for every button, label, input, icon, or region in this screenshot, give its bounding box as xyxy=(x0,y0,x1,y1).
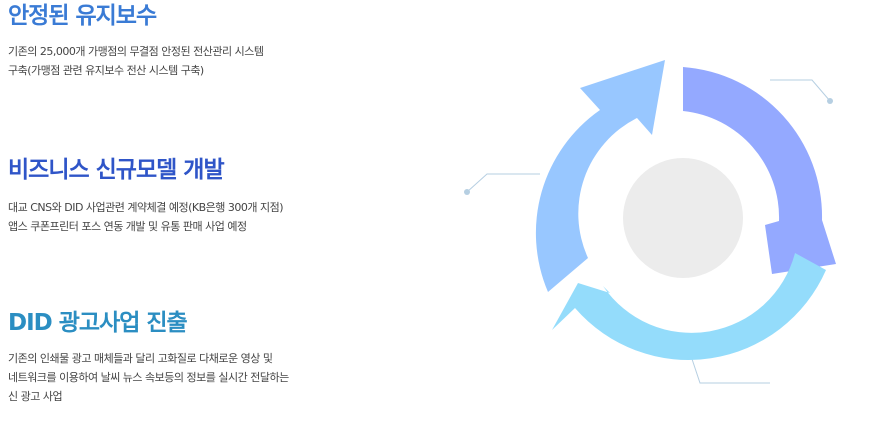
section-title-did-advertising: DID 광고사업 진출 xyxy=(8,310,188,336)
cycle-arrow-top-right xyxy=(683,67,836,274)
section-desc-maintenance: 기존의 25,000개 가맹점의 무결점 안정된 전산관리 시스템 구축(가맹점… xyxy=(8,42,264,80)
section-title-maintenance: 안정된 유지보수 xyxy=(8,3,157,29)
connector-line-bottom xyxy=(689,352,770,384)
connector-dot-left xyxy=(464,189,470,195)
desc-line: 네트워크를 이용하여 날씨 뉴스 속보등의 정보를 실시간 전달하는 xyxy=(8,371,289,384)
connector-line-left xyxy=(466,173,540,193)
connector-dot-top-right xyxy=(827,98,833,104)
desc-line: 앱스 쿠폰프린터 포스 연동 개발 및 유통 판매 사업 예정 xyxy=(8,220,247,233)
section-desc-new-business-model: 대교 CNS와 DID 사업관련 계약체결 예정(KB은행 300개 지점) 앱… xyxy=(8,198,284,236)
cycle-center-circle xyxy=(623,158,743,278)
section-new-business-model: 비즈니스 신규모델 개발 대교 CNS와 DID 사업관련 계약체결 예정(KB… xyxy=(8,156,284,236)
desc-line: 기존의 인쇄물 광고 매체들과 달리 고화질로 다채로운 영상 및 xyxy=(8,352,273,365)
cycle-diagram xyxy=(464,60,836,384)
section-desc-did-advertising: 기존의 인쇄물 광고 매체들과 달리 고화질로 다채로운 영상 및 네트워크를 … xyxy=(8,349,289,406)
cycle-arrow-bottom xyxy=(552,253,826,360)
desc-line: 기존의 25,000개 가맹점의 무결점 안정된 전산관리 시스템 xyxy=(8,45,264,58)
cycle-arrow-left xyxy=(535,60,665,292)
connector-line-top-right xyxy=(770,79,831,102)
desc-line: 신 광고 사업 xyxy=(8,390,63,403)
desc-line: 구축(가맹점 관련 유지보수 전산 시스템 구축) xyxy=(8,64,204,77)
section-title-new-business-model: 비즈니스 신규모델 개발 xyxy=(8,157,225,183)
section-maintenance: 안정된 유지보수 기존의 25,000개 가맹점의 무결점 안정된 전산관리 시… xyxy=(8,2,264,80)
section-did-advertising: DID 광고사업 진출 기존의 인쇄물 광고 매체들과 달리 고화질로 다채로운… xyxy=(8,309,289,406)
desc-line: 대교 CNS와 DID 사업관련 계약체결 예정(KB은행 300개 지점) xyxy=(8,201,284,214)
